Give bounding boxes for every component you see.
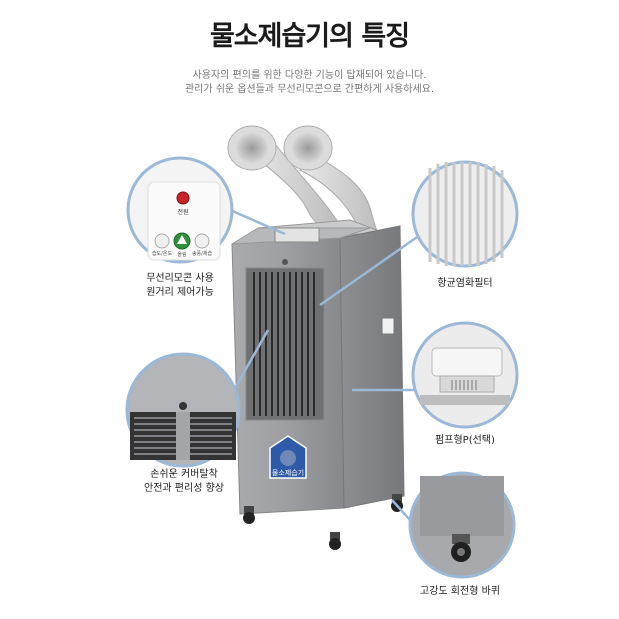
subtitle-line-2: 관리가 쉬운 옵션들과 무선리모콘으로 간편하게 사용하세요. bbox=[184, 84, 435, 95]
pump-feature-label: 펌프형P(선택) bbox=[435, 435, 495, 446]
remote-left-label: 습도/온도 bbox=[152, 250, 172, 257]
wheel-feature-label: 고강도 회전형 바퀴 bbox=[420, 586, 500, 597]
filter-detail-circle bbox=[411, 160, 519, 268]
remote-feature-line-2: 원거리 제어가능 bbox=[146, 287, 214, 298]
pump-detail-circle bbox=[411, 321, 519, 429]
subtitle-line-1: 사용자의 편의를 위한 다양한 기능이 탑재되어 있습니다. bbox=[192, 70, 427, 81]
remote-power-label: 전원 bbox=[177, 208, 188, 216]
filter-feature-label: 항균염화필터 bbox=[437, 278, 493, 289]
wheel-icon bbox=[243, 494, 403, 550]
remote-feature-label: 무선리모콘 사용 원거리 제어가능 bbox=[120, 272, 240, 300]
remote-right-label: 송풍/제습 bbox=[192, 250, 212, 257]
power-icon bbox=[176, 191, 190, 205]
cover-feature-label: 손쉬운 커버탈착 안전과 편리성 향상 bbox=[124, 468, 244, 496]
brand-logo: 물소제습기 bbox=[269, 435, 307, 479]
cover-feature-line-2: 안전과 편리성 향상 bbox=[144, 483, 224, 494]
remote-feature-line-1: 무선리모콘 사용 bbox=[146, 273, 214, 284]
page-title: 물소제습기의 특징 bbox=[209, 21, 410, 52]
wheel-detail-circle bbox=[408, 471, 516, 579]
brand-logo-text: 물소제습기 bbox=[272, 468, 304, 477]
cover-feature-line-1: 손쉬운 커버탈착 bbox=[150, 469, 218, 480]
exhaust-duct-right bbox=[283, 125, 379, 241]
cover-detail-circle bbox=[125, 352, 241, 468]
control-panel bbox=[274, 227, 320, 243]
remote-up-label: 올림 bbox=[177, 251, 186, 258]
remote-detail-circle: 전원 습도/온도 올림 송풍/제습 bbox=[126, 156, 234, 264]
